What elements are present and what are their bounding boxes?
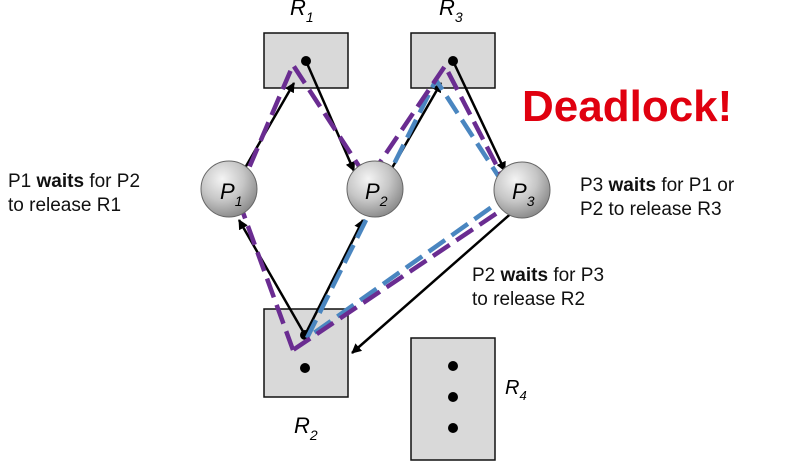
edge-r2-to-p1 — [237, 219, 307, 336]
r2-instance-dot-2 — [300, 363, 310, 373]
edge-r1-to-p2 — [304, 60, 356, 172]
p2-note-line-1: P2 waits for P3 — [472, 265, 605, 286]
r4-instance-dot-1 — [448, 361, 458, 371]
resource-r3-label: R3 — [439, 0, 463, 25]
p3-note-line-1: P3 waits for P1 or — [580, 175, 735, 196]
p3-note-line-2: P2 to release R3 — [580, 199, 722, 220]
resource-r2-label: R2 — [294, 413, 318, 443]
p2-wait-note: P2 waits for P3 to release R2 — [472, 264, 604, 312]
p2-note-line-2: to release R2 — [472, 289, 586, 310]
edge-p3-to-r2 — [351, 209, 516, 354]
edge-r2-to-p2 — [303, 219, 365, 336]
edge-r3-to-p3 — [451, 60, 507, 172]
process-p1-node — [200, 160, 258, 218]
p1-note-line-2: to release R1 — [8, 195, 122, 216]
process-p2-label: P2 — [365, 179, 388, 209]
resource-r2-box — [263, 308, 349, 398]
r4-instance-dot-3 — [448, 423, 458, 433]
process-p3-label: P3 — [512, 179, 535, 209]
p1-note-line-1: P1 waits for P2 — [8, 171, 141, 192]
p3-wait-note: P3 waits for P1 or P2 to release R3 — [580, 174, 734, 222]
resource-r1-label: R1 — [290, 0, 314, 25]
p1-wait-note: P1 waits for P2 to release R1 — [8, 170, 140, 218]
process-p3-node — [493, 161, 551, 219]
r4-instance-dot-2 — [448, 392, 458, 402]
process-p2-node — [346, 160, 404, 218]
deadlock-headline: Deadlock! — [522, 82, 733, 131]
resource-r4-label: R4 — [505, 377, 527, 403]
process-p1-label: P1 — [220, 179, 242, 209]
